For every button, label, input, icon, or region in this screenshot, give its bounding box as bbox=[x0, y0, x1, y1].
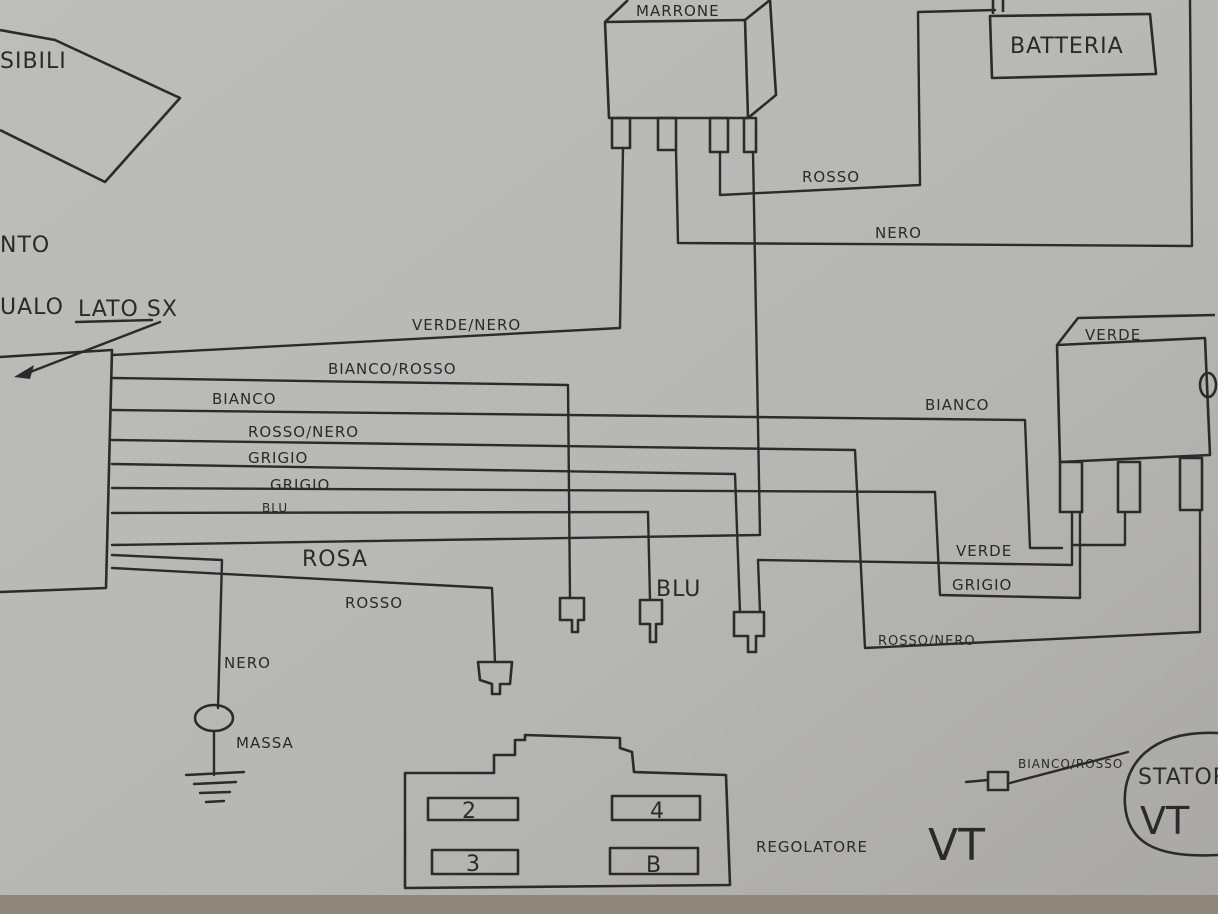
pin-4: 4 bbox=[650, 799, 665, 824]
partial-shape-top-left bbox=[0, 28, 182, 184]
label-bianco-rosso-statore: BIANCO/ROSSO bbox=[1018, 757, 1123, 771]
label-rosso-nero-right: ROSSO/NERO bbox=[878, 634, 976, 649]
lato-underline bbox=[74, 318, 154, 324]
verde-box-3d bbox=[1055, 313, 1216, 346]
batteria-terminal bbox=[991, 0, 1005, 14]
label-grigio-right: GRIGIO bbox=[952, 576, 1012, 594]
label-regolatore-vt: VT bbox=[928, 820, 985, 871]
slot-3 bbox=[430, 848, 520, 876]
verde-pin-3 bbox=[1178, 456, 1204, 512]
plug-blu bbox=[638, 598, 664, 644]
pin-3: 3 bbox=[466, 852, 481, 877]
label-regolatore: REGOLATORE bbox=[756, 838, 868, 856]
wire-grigio-1 bbox=[110, 462, 742, 614]
plug-rosso bbox=[476, 660, 514, 696]
label-verde-box: VERDE bbox=[1085, 326, 1141, 344]
wire-nero-batteria bbox=[674, 0, 1194, 248]
wire-rosa-long bbox=[110, 150, 762, 547]
batteria-box bbox=[988, 12, 1158, 80]
label-statore-vt: VT bbox=[1140, 799, 1190, 843]
wire-rosso-nero bbox=[110, 438, 1202, 650]
label-rosa: ROSA bbox=[302, 547, 368, 572]
slot-2 bbox=[426, 796, 520, 822]
plug-grigio-verde bbox=[732, 610, 766, 654]
label-blu-small: BLU bbox=[262, 501, 288, 515]
wire-verde-nero bbox=[110, 146, 625, 357]
wire-bianco-rosso bbox=[110, 376, 572, 600]
label-verde-nero: VERDE/NERO bbox=[412, 316, 521, 334]
label-lato-sx: LATO SX bbox=[78, 297, 178, 322]
label-partial-mid-left: NTO bbox=[0, 233, 50, 258]
label-bianco-rosso: BIANCO/ROSSO bbox=[328, 360, 457, 378]
label-partial-top-left: SIBILI bbox=[0, 49, 67, 74]
table-edge bbox=[0, 895, 1218, 914]
verde-box bbox=[1055, 336, 1212, 464]
wire-verde-pin2 bbox=[1070, 510, 1127, 547]
label-verde-right: VERDE bbox=[956, 542, 1012, 560]
wire-verde bbox=[756, 510, 1074, 614]
wire-rosso bbox=[110, 566, 497, 664]
verde-pin-2 bbox=[1116, 460, 1142, 514]
wire-rosso-batteria bbox=[718, 8, 997, 197]
pin-2: 2 bbox=[462, 799, 477, 824]
statore-circle bbox=[1123, 731, 1218, 857]
label-blu-big: BLU bbox=[656, 577, 701, 602]
label-bianco-left: BIANCO bbox=[212, 390, 276, 408]
marrone-pin-4 bbox=[742, 116, 758, 154]
label-batteria: BATTERIA bbox=[1010, 34, 1124, 59]
wire-nero-massa bbox=[110, 553, 224, 710]
label-partial-lato: UALO bbox=[0, 295, 64, 320]
label-rosso-bottom: ROSSO bbox=[345, 594, 403, 612]
label-grigio-2: GRIGIO bbox=[270, 476, 330, 494]
wire-blu bbox=[110, 510, 652, 602]
wire-statore bbox=[1008, 750, 1130, 785]
slot-b bbox=[608, 846, 700, 876]
marrone-pin-1 bbox=[610, 116, 632, 150]
label-statore: STATORE bbox=[1138, 765, 1218, 790]
arrow-head-icon bbox=[14, 365, 34, 379]
plug-bianco-rosso bbox=[558, 596, 586, 634]
harness-block bbox=[0, 348, 114, 594]
label-grigio-1: GRIGIO bbox=[248, 449, 308, 467]
wire-grigio-2 bbox=[110, 486, 1082, 600]
marrone-box-3d bbox=[604, 0, 778, 120]
slot-4 bbox=[610, 794, 702, 822]
ground-icon bbox=[184, 729, 246, 804]
pin-b: B bbox=[646, 853, 662, 878]
label-rosso-top: ROSSO bbox=[802, 168, 860, 186]
pointer-arrow bbox=[23, 320, 162, 376]
verde-side-knob bbox=[1198, 371, 1218, 399]
statore-plug-tail bbox=[964, 778, 990, 784]
label-massa: MASSA bbox=[236, 734, 294, 752]
label-nero-top: NERO bbox=[875, 224, 922, 242]
label-rosso-nero-left: ROSSO/NERO bbox=[248, 423, 359, 441]
wire-bianco bbox=[110, 408, 1064, 550]
regolatore-connector bbox=[403, 733, 732, 890]
marrone-pin-2 bbox=[656, 116, 678, 152]
label-nero-bottom: NERO bbox=[224, 654, 271, 672]
label-marrone: MARRONE bbox=[636, 2, 720, 20]
label-bianco-right: BIANCO bbox=[925, 396, 989, 414]
